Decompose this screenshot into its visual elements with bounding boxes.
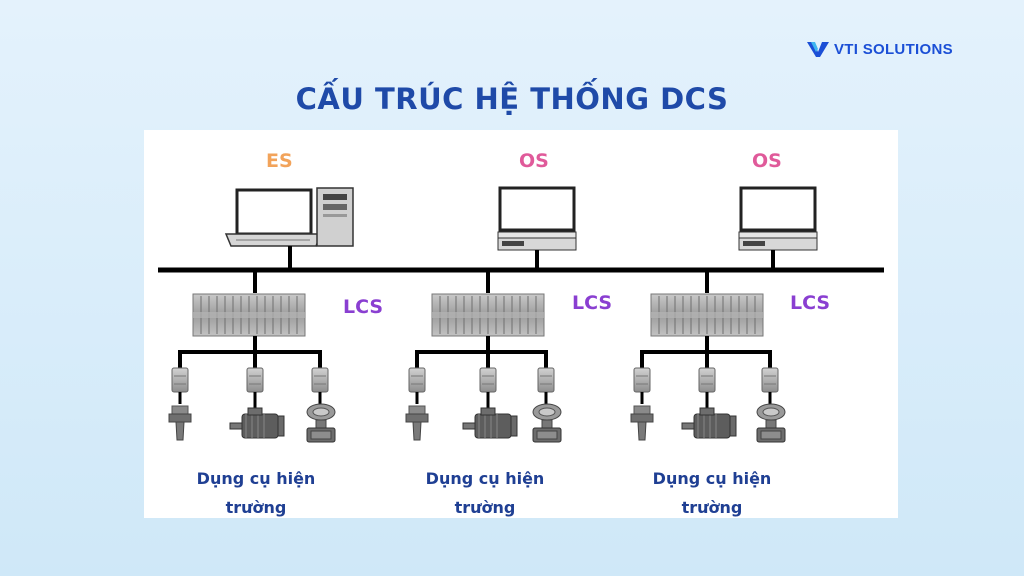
- station-links: [288, 246, 775, 270]
- controller-rack-2: [431, 293, 545, 337]
- vti-logo-icon: [807, 42, 829, 57]
- controller-rack-1: [192, 293, 306, 337]
- operator-station-2-icon: [737, 186, 819, 252]
- transmitter-icon: [306, 403, 336, 443]
- motor-icon: [681, 407, 737, 439]
- label-field-devices-2: Dụng cụ hiện trường: [425, 469, 545, 517]
- label-field-devices-3: Dụng cụ hiện trường: [652, 469, 772, 517]
- operator-station-1-icon: [496, 186, 578, 252]
- label-lcs-2: LCS: [572, 292, 613, 314]
- transmitter-icon: [756, 403, 786, 443]
- page-title: CẤU TRÚC HỆ THỐNG DCS: [295, 82, 729, 116]
- label-es: ES: [266, 150, 293, 172]
- controller-links: [253, 270, 709, 293]
- label-lcs-1: LCS: [343, 296, 384, 318]
- field-buses: [178, 336, 772, 368]
- valve-icon: [405, 405, 429, 441]
- device-links: [178, 392, 772, 408]
- label-lcs-3: LCS: [790, 292, 831, 314]
- valve-icon: [630, 405, 654, 441]
- computer-tower-icon: [316, 187, 354, 247]
- brand-name: VTI SOLUTIONS: [834, 40, 953, 58]
- laptop-icon: [224, 188, 323, 247]
- controller-rack-3: [650, 293, 764, 337]
- label-os-1: OS: [519, 150, 549, 172]
- motor-icon: [462, 407, 518, 439]
- label-field-devices-1: Dụng cụ hiện trường: [196, 469, 316, 517]
- brand-logo: VTI SOLUTIONS: [806, 38, 953, 60]
- engineering-station: [224, 187, 354, 247]
- valve-icon: [168, 405, 192, 441]
- label-os-2: OS: [752, 150, 782, 172]
- transmitter-icon: [532, 403, 562, 443]
- io-modules: [171, 367, 779, 393]
- motor-icon: [229, 407, 285, 439]
